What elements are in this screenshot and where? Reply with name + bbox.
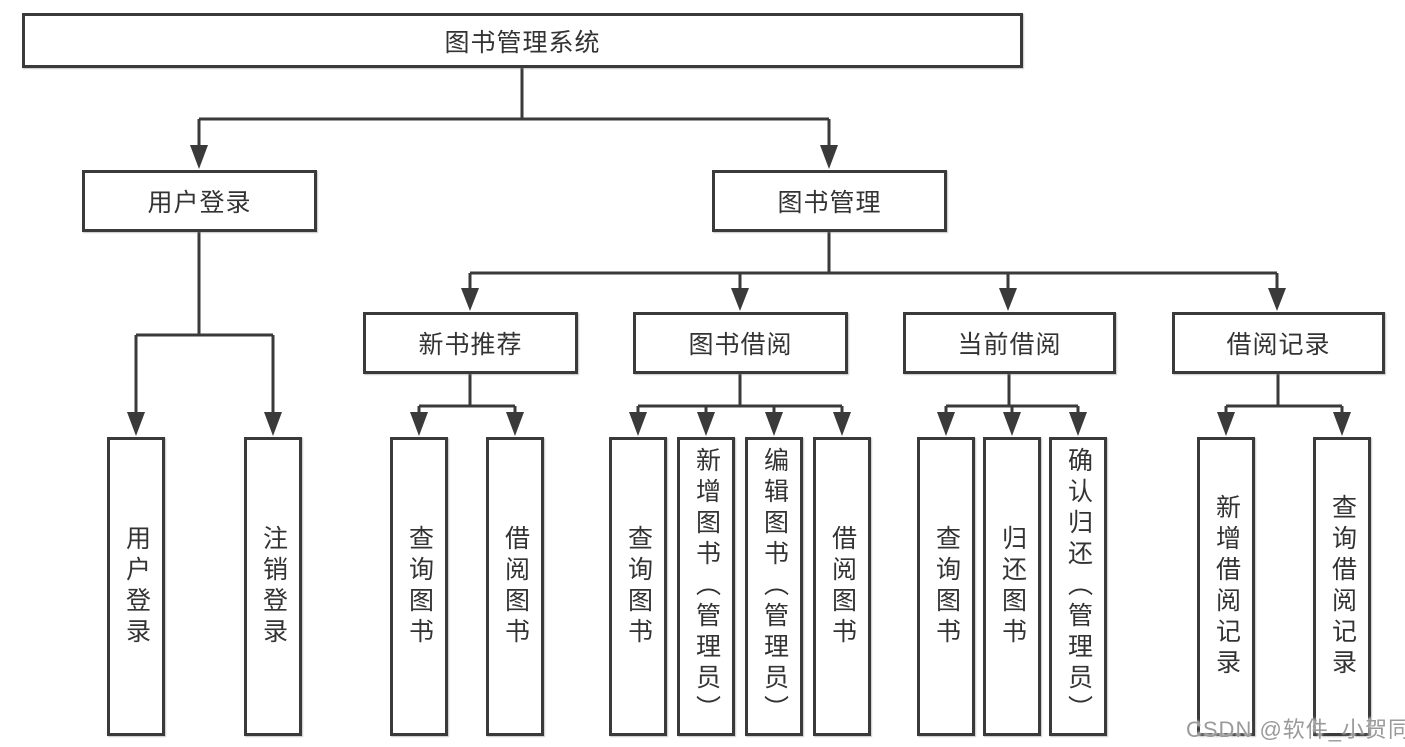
csdn-watermark: CSDN @软件_小贺同学 xyxy=(1186,717,1405,742)
leaf-confirm-return-admin: 确认归还（管理员） xyxy=(1049,437,1107,736)
leaf-borrow-books-recommend: 借阅图书 xyxy=(486,437,544,736)
leaf-query-borrow-record: 查询借阅记录 xyxy=(1313,437,1371,736)
leaf-query-books-borrowing: 查询图书 xyxy=(609,437,667,736)
leaf-query-books-current: 查询图书 xyxy=(917,437,975,736)
connector-paths xyxy=(134,68,1344,415)
arrowheads xyxy=(127,145,1351,436)
node-borrowing-records: 借阅记录 xyxy=(1172,312,1385,374)
leaf-return-books: 归还图书 xyxy=(983,437,1041,736)
node-book-management: 图书管理 xyxy=(712,170,947,232)
leaf-logout: 注销登录 xyxy=(244,437,302,736)
leaf-user-login: 用户登录 xyxy=(107,437,165,736)
node-book-borrowing: 图书借阅 xyxy=(633,312,848,374)
node-current-borrowing: 当前借阅 xyxy=(903,312,1116,374)
leaf-add-borrow-record: 新增借阅记录 xyxy=(1197,437,1255,736)
node-library-management-system: 图书管理系统 xyxy=(22,13,1023,68)
leaf-add-book-admin: 新增图书（管理员） xyxy=(677,437,735,736)
leaf-edit-book-admin: 编辑图书（管理员） xyxy=(745,437,803,736)
node-user-login: 用户登录 xyxy=(82,170,317,232)
leaf-borrow-books-borrowing: 借阅图书 xyxy=(813,437,871,736)
node-new-book-recommendation: 新书推荐 xyxy=(363,312,578,374)
leaf-query-books-recommend: 查询图书 xyxy=(390,437,448,736)
